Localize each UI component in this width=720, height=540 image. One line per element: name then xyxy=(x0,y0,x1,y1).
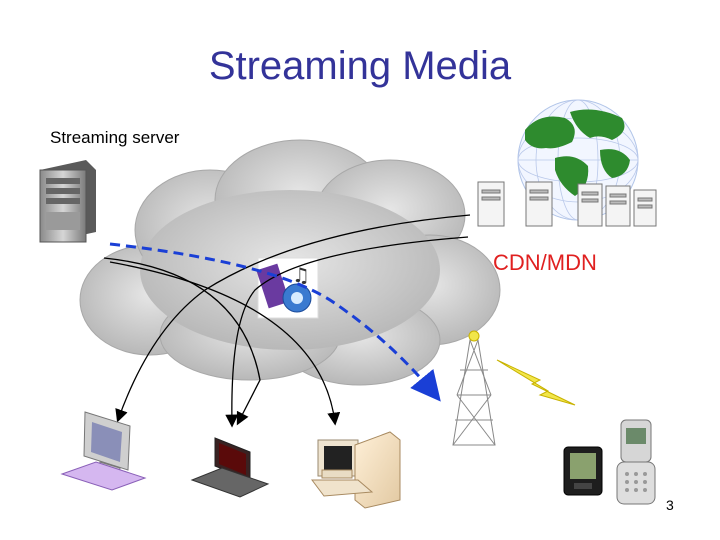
svg-text:♫: ♫ xyxy=(292,263,310,287)
cdn-label: CDN/MDN xyxy=(493,250,597,275)
pda-icon xyxy=(563,446,603,496)
stream-path xyxy=(109,242,441,402)
laptop-icon xyxy=(190,437,270,498)
cdn-server-icon xyxy=(477,181,657,227)
media-icon: ♫ xyxy=(256,257,319,319)
antenna-tower-icon xyxy=(452,330,496,446)
connection-arrows xyxy=(103,214,471,428)
cell-phone-icon xyxy=(616,419,656,505)
desktop-monitor-icon xyxy=(60,411,147,491)
page-number: 3 xyxy=(666,497,674,513)
streaming-server-label: Streaming server xyxy=(50,128,180,147)
server-icon xyxy=(39,160,96,243)
desktop-pc-icon xyxy=(311,431,401,509)
slide-title: Streaming Media xyxy=(208,44,512,88)
lightning-bolt-icon xyxy=(496,359,576,406)
